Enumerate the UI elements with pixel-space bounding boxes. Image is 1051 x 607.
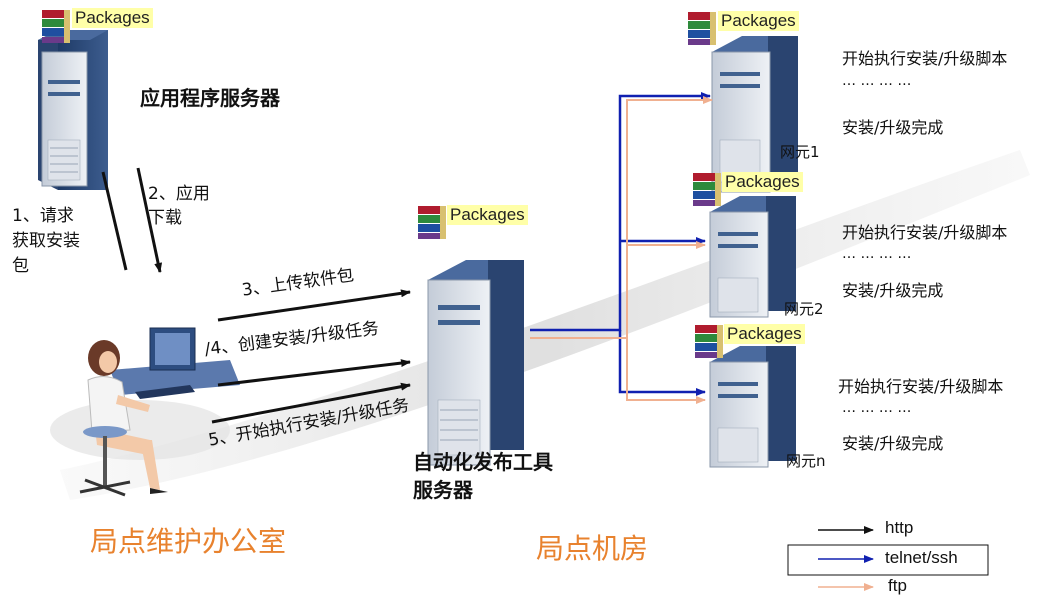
node-2-status-done: 安装/升级完成 [842,281,944,300]
zone-label-machine-room: 局点机房 [536,532,649,565]
package-label: Packages [718,11,799,31]
node-n-status-done: 安装/升级完成 [842,434,944,453]
app-server-title: 应用程序服务器 [140,86,280,110]
arrow-step3 [217,289,411,322]
package-icon [418,206,446,239]
package-label: Packages [722,172,803,192]
node-1-status-dots: … … … … [842,73,912,89]
node-2-server-icon [709,196,796,318]
ftp-links [530,96,713,404]
arrow-step5 [211,382,411,424]
legend-label-telnet: telnet/ssh [885,548,958,567]
node-n-server-icon [709,346,796,468]
zone-label-office: 局点维护办公室 [90,525,287,558]
node-1-status-start: 开始执行安装/升级脚本 [842,49,1008,68]
node-1-status-done: 安装/升级完成 [842,118,944,137]
deploy-server-title-line1: 自动化发布工具 [413,450,553,474]
package-icon [42,10,70,43]
office-worker-icon [79,327,240,497]
node-2-status-dots: … … … … [842,246,912,262]
legend-label-http: http [885,518,914,537]
node-n-name: 网元n [786,452,826,470]
app-server-icon [38,30,108,190]
legend-highlight-box [787,544,989,576]
package-label: Packages [72,8,153,28]
step1-label: 1、请求 获取安装 包 [12,206,80,276]
telnet-ssh-links [530,92,711,396]
package-icon [688,12,716,45]
package-icon [693,173,721,206]
node-n-status-dots: … … … … [842,400,912,416]
package-label: Packages [447,205,528,225]
arrow-step4 [217,359,411,387]
node-n-status-start: 开始执行安装/升级脚本 [838,377,1004,396]
arrow-step2 [136,167,163,273]
deploy-server-title-line2: 服务器 [413,478,473,502]
arrow-step1 [101,171,128,271]
node-1-server-icon [711,36,798,193]
node-2-name: 网元2 [784,300,824,318]
legend [787,526,989,591]
node-1-name: 网元1 [780,143,820,161]
node-2-status-start: 开始执行安装/升级脚本 [842,223,1008,242]
package-icon [695,325,723,358]
package-label: Packages [724,324,805,344]
step2-label: 2、应用 下载 [148,184,210,228]
legend-label-ftp: ftp [888,576,907,595]
deploy-server-icon [427,260,524,466]
